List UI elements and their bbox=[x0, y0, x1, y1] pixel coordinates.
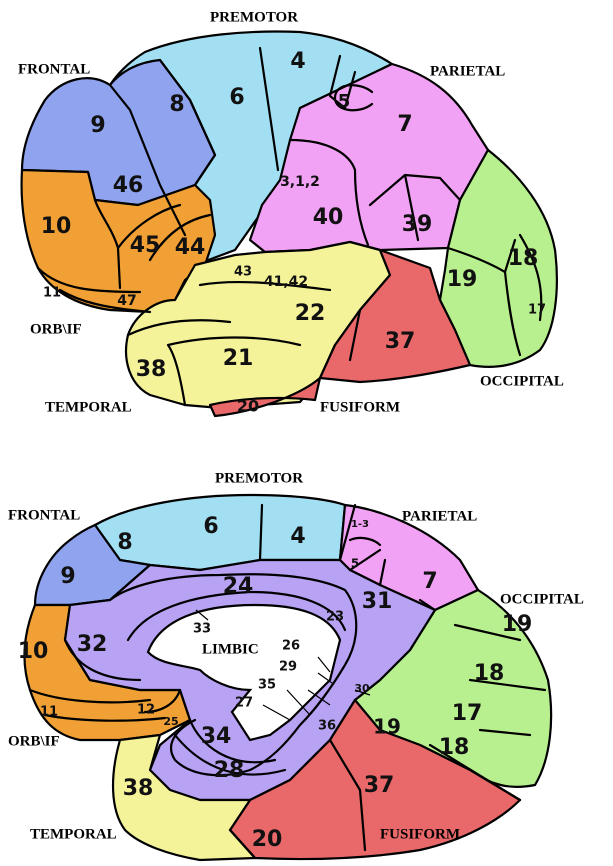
lateral-area-6: 6 bbox=[229, 85, 244, 110]
lateral-area-10: 10 bbox=[41, 214, 72, 239]
lateral-area-22: 22 bbox=[295, 301, 326, 326]
lateral-area-37: 37 bbox=[385, 329, 416, 354]
lateral-label-temporal: TEMPORAL bbox=[45, 399, 132, 415]
medial-label-limbic: LIMBIC bbox=[202, 641, 259, 657]
medial-area-18a: 18 bbox=[474, 661, 505, 686]
lateral-area-41-42: 41,42 bbox=[264, 274, 308, 290]
lateral-area-17: 17 bbox=[528, 303, 546, 318]
medial-area-8: 8 bbox=[117, 530, 132, 555]
medial-area-25: 25 bbox=[163, 715, 178, 728]
medial-view bbox=[25, 495, 552, 860]
medial-area-28: 28 bbox=[214, 758, 245, 783]
lateral-area-3-1-2: 3,1,2 bbox=[280, 174, 320, 190]
lateral-area-46: 46 bbox=[113, 173, 144, 198]
medial-area-24: 24 bbox=[223, 574, 254, 599]
medial-label-premotor: PREMOTOR bbox=[215, 470, 303, 486]
lateral-area-47: 47 bbox=[117, 293, 136, 309]
medial-area-26: 26 bbox=[282, 639, 300, 654]
medial-area-29: 29 bbox=[279, 660, 297, 675]
lateral-area-39: 39 bbox=[402, 212, 433, 237]
medial-area-19b: 19 bbox=[373, 715, 401, 739]
lateral-area-40: 40 bbox=[313, 205, 344, 230]
medial-area-17: 17 bbox=[452, 701, 483, 726]
lateral-area-38: 38 bbox=[136, 357, 167, 382]
medial-area-37: 37 bbox=[364, 773, 395, 798]
medial-area-6: 6 bbox=[203, 514, 218, 539]
medial-area-35: 35 bbox=[258, 678, 276, 693]
lateral-label-premotor: PREMOTOR bbox=[210, 9, 298, 25]
medial-area-7: 7 bbox=[422, 569, 437, 594]
medial-area-27: 27 bbox=[235, 696, 253, 711]
medial-area-11: 11 bbox=[40, 705, 58, 720]
lateral-area-4: 4 bbox=[290, 49, 305, 74]
medial-area-10: 10 bbox=[18, 639, 49, 664]
lateral-view bbox=[22, 32, 557, 416]
medial-area-1-3: 1-3 bbox=[351, 519, 369, 530]
medial-label-occipital: OCCIPITAL bbox=[500, 591, 584, 607]
medial-label-temporal: TEMPORAL bbox=[30, 826, 117, 842]
lateral-area-21: 21 bbox=[223, 346, 254, 371]
medial-label-fusiform: FUSIFORM bbox=[380, 826, 460, 842]
medial-area-38: 38 bbox=[123, 776, 154, 801]
lateral-area-11: 11 bbox=[43, 286, 61, 301]
lateral-area-43: 43 bbox=[234, 265, 252, 280]
medial-label-frontal: FRONTAL bbox=[8, 507, 80, 523]
lateral-area-19: 19 bbox=[447, 267, 478, 292]
lateral-label-fusiform: FUSIFORM bbox=[320, 399, 400, 415]
lateral-label-orb-if: ORB\IF bbox=[30, 321, 82, 337]
lateral-area-44: 44 bbox=[175, 235, 206, 260]
lateral-area-9: 9 bbox=[90, 113, 105, 138]
medial-area-34: 34 bbox=[201, 724, 232, 749]
medial-area-19a: 19 bbox=[502, 612, 533, 637]
lateral-label-frontal: FRONTAL bbox=[18, 61, 90, 77]
medial-area-31: 31 bbox=[362, 589, 393, 614]
lateral-label-parietal: PARIETAL bbox=[430, 63, 505, 79]
medial-label-parietal: PARIETAL bbox=[402, 508, 477, 524]
lateral-area-8: 8 bbox=[169, 92, 184, 117]
medial-area-30: 30 bbox=[354, 682, 370, 695]
medial-area-20: 20 bbox=[252, 827, 283, 852]
medial-area-33: 33 bbox=[193, 622, 211, 637]
lateral-area-20: 20 bbox=[237, 397, 259, 416]
lateral-area-7: 7 bbox=[397, 112, 412, 137]
medial-label-orb-if: ORB\IF bbox=[8, 733, 60, 749]
medial-area-9: 9 bbox=[60, 564, 75, 589]
lateral-area-45: 45 bbox=[130, 233, 161, 258]
medial-area-36: 36 bbox=[318, 719, 336, 734]
medial-area-32: 32 bbox=[77, 632, 108, 657]
medial-area-5: 5 bbox=[351, 557, 359, 571]
medial-area-23: 23 bbox=[326, 610, 344, 625]
medial-area-4: 4 bbox=[290, 524, 305, 549]
lateral-label-occipital: OCCIPITAL bbox=[480, 373, 564, 389]
lateral-area-18: 18 bbox=[508, 246, 539, 271]
medial-area-18b: 18 bbox=[439, 735, 470, 760]
lateral-area-5: 5 bbox=[338, 91, 351, 112]
medial-area-12: 12 bbox=[137, 703, 155, 718]
